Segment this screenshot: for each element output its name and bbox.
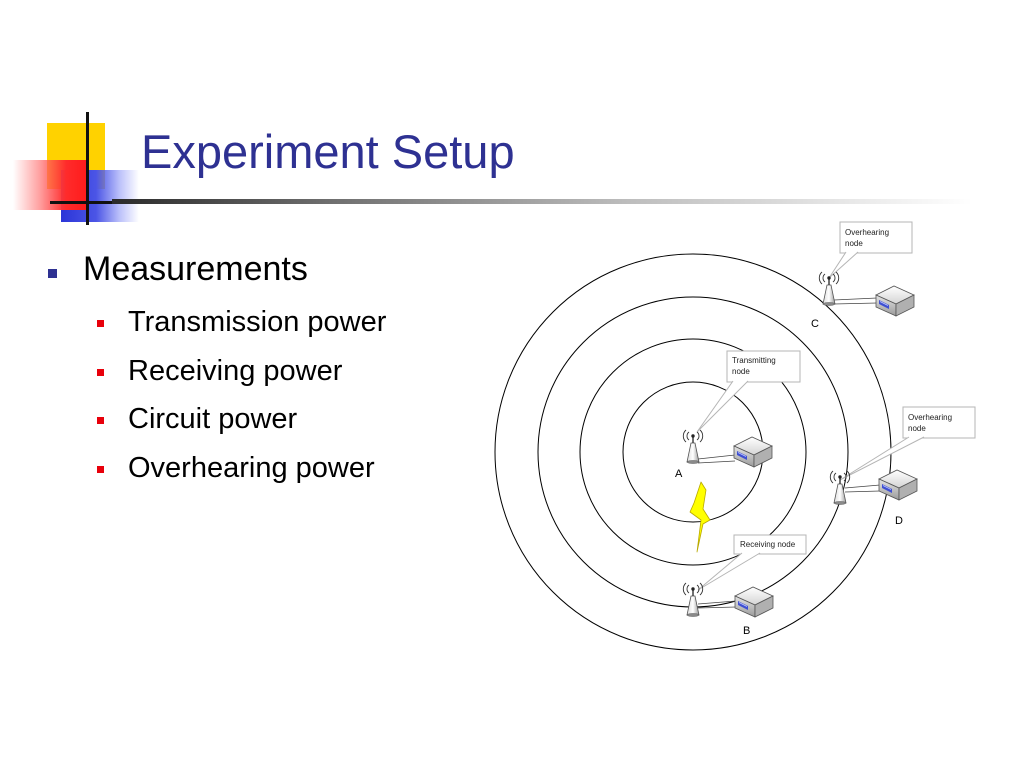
- callout-text-line: Overhearing: [908, 413, 952, 422]
- node-label-a: A: [675, 468, 683, 480]
- sub-bullet-square-icon: [97, 417, 104, 424]
- callout-overhearing-d: Overhearing node: [839, 406, 976, 481]
- node-d: D: [829, 469, 918, 527]
- node-label-b: B: [743, 625, 750, 637]
- node-c: C: [811, 271, 915, 330]
- callout-text-line: Transmitting: [732, 356, 776, 365]
- callout-text-line: node: [845, 239, 863, 248]
- callout-text-line: node: [732, 367, 750, 376]
- antenna-icon: [818, 271, 840, 307]
- title-underline: [112, 199, 972, 204]
- sub-bullet-text: Receiving power: [128, 355, 343, 387]
- sub-bullet-text: Circuit power: [128, 403, 298, 435]
- router-icon: [875, 285, 915, 317]
- sub-bullet-square-icon: [97, 369, 104, 376]
- router-icon: [733, 436, 773, 468]
- router-icon: [878, 469, 918, 501]
- callout-text-line: node: [908, 424, 926, 433]
- callout-receiving: Receiving node: [697, 534, 807, 591]
- bullet-text: Measurements: [83, 250, 308, 288]
- logo-vertical-line: [86, 112, 89, 225]
- sub-bullet-square-icon: [97, 320, 104, 327]
- sub-bullet-text: Overhearing power: [128, 452, 375, 484]
- callout-overhearing-c: Overhearing node: [828, 221, 913, 279]
- callout-text-line: Overhearing: [845, 228, 889, 237]
- node-a: A: [675, 429, 773, 480]
- node-b: B: [682, 582, 774, 637]
- sub-bullet-text: Transmission power: [128, 306, 387, 338]
- slide-title: Experiment Setup: [141, 125, 515, 178]
- callout-text-line: Receiving node: [740, 540, 796, 549]
- lightning-icon: [689, 481, 711, 553]
- node-label-d: D: [895, 515, 903, 527]
- callout-transmitting: Transmitting node: [696, 350, 801, 433]
- range-circle-2: [579, 338, 807, 566]
- bullet-square-icon: [48, 269, 57, 278]
- node-label-c: C: [811, 318, 819, 330]
- router-icon: [734, 586, 774, 618]
- sub-bullet-square-icon: [97, 466, 104, 473]
- logo-horizontal-line: [50, 201, 112, 204]
